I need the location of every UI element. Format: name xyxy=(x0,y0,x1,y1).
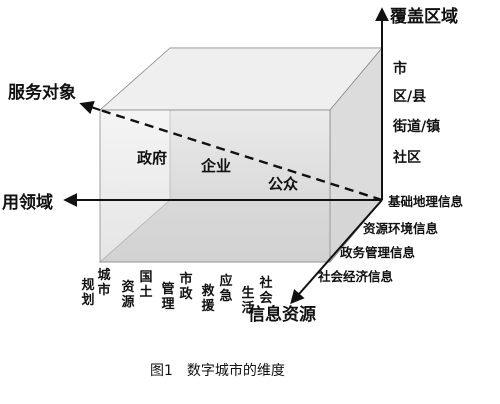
application-domain-column: 市政 xyxy=(179,272,193,302)
coverage-axis-title: 覆盖区域 xyxy=(390,7,458,27)
information-axis-title: 信息资源 xyxy=(248,305,316,325)
application-domain-column: 生活 xyxy=(241,286,255,316)
service-axis-arrow xyxy=(79,100,101,115)
application-domain-column: 国土 xyxy=(139,270,153,300)
application-domain-column: 管理 xyxy=(161,282,175,312)
coverage-level: 社区 xyxy=(393,150,421,166)
cube-front-face xyxy=(99,109,331,263)
service-axis-dashed xyxy=(99,108,383,202)
information-item: 基础地理信息 xyxy=(388,194,464,209)
information-item: 社会经济信息 xyxy=(318,269,394,284)
information-item: 资源环境信息 xyxy=(363,221,439,236)
application-domain-column: 救援 xyxy=(201,284,215,314)
application-domain-column: 资源 xyxy=(121,280,135,310)
coverage-level: 街道/镇 xyxy=(393,119,441,135)
service-object: 公众 xyxy=(268,175,299,193)
coverage-level: 市 xyxy=(393,61,407,77)
service-object: 政府 xyxy=(137,149,168,167)
service-axis-title: 服务对象 xyxy=(8,83,76,103)
service-object: 企业 xyxy=(201,157,232,175)
application-domain-column: 规划 xyxy=(81,278,95,308)
application-domain-column: 应急 xyxy=(219,274,233,304)
coverage-level: 区/县 xyxy=(393,89,427,105)
information-item: 政务管理信息 xyxy=(340,245,416,260)
figure-caption: 图1 数字城市的维度 xyxy=(150,363,285,379)
information-axis-arrow xyxy=(290,199,383,305)
application-axis-title: 用领域 xyxy=(2,193,53,213)
application-domain-column: 社会 xyxy=(259,276,273,306)
application-domain-column: 城市 xyxy=(97,268,111,298)
